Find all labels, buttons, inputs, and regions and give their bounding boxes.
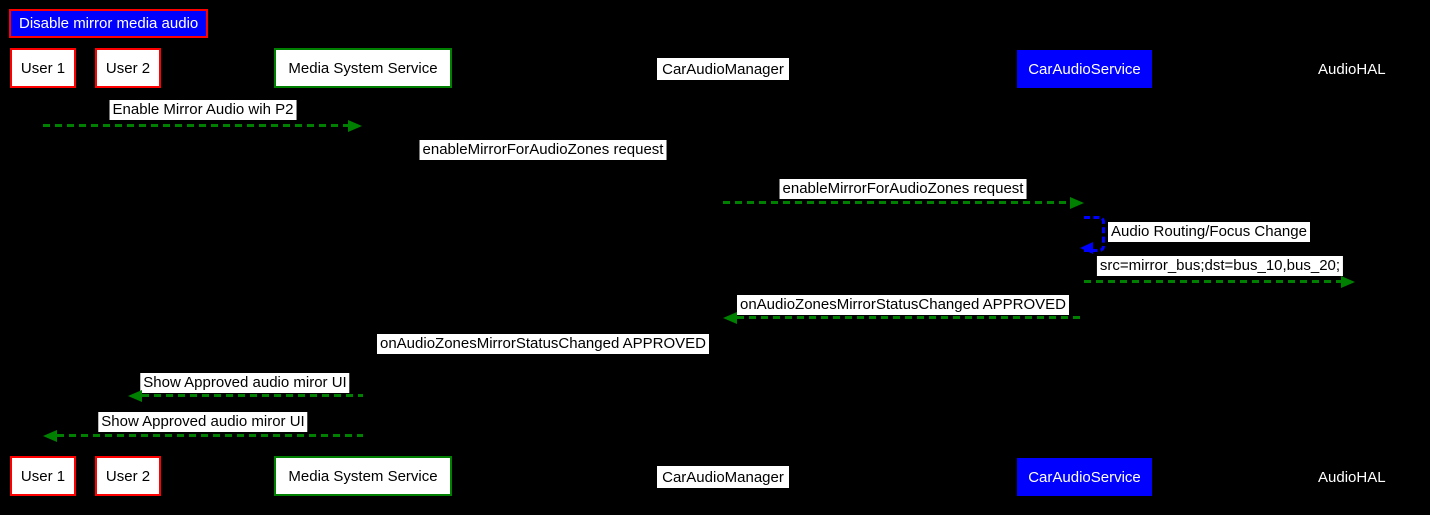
diagram-title-note: Disable mirror media audio — [9, 9, 209, 38]
participant-car-audio-service-top: CarAudioService — [1017, 50, 1152, 88]
message-arrow-line — [43, 124, 349, 127]
message-label: src=mirror_bus;dst=bus_10,bus_20; — [1096, 256, 1344, 276]
self-message-loop — [1084, 216, 1105, 252]
participant-media-system-service-top: Media System Service — [274, 48, 452, 88]
participant-car-audio-manager-top: CarAudioManager — [657, 58, 789, 80]
message-arrowhead-left — [128, 390, 142, 402]
message-arrow-line — [723, 201, 1071, 204]
message-label: enableMirrorForAudioZones request — [779, 179, 1027, 199]
message-arrowhead-right — [348, 120, 362, 132]
participant-media-system-service-bottom: Media System Service — [274, 456, 452, 496]
participant-user2-top: User 2 — [95, 48, 161, 88]
participant-user2-bottom: User 2 — [95, 456, 161, 496]
message-label: Show Approved audio miror UI — [140, 373, 350, 393]
message-arrowhead-right — [1341, 276, 1355, 288]
message-label: enableMirrorForAudioZones request — [419, 140, 667, 160]
message-arrow-line — [142, 394, 363, 397]
message-label: onAudioZonesMirrorStatusChanged APPROVED — [736, 295, 1070, 315]
message-arrowhead-left — [723, 312, 737, 324]
message-label: Enable Mirror Audio wih P2 — [109, 100, 297, 120]
message-arrow-line — [57, 434, 363, 437]
message-arrow-line — [1084, 280, 1342, 283]
message-label: onAudioZonesMirrorStatusChanged APPROVED — [376, 334, 710, 354]
participant-car-audio-service-bottom: CarAudioService — [1017, 458, 1152, 496]
participant-car-audio-manager-bottom: CarAudioManager — [657, 466, 789, 488]
self-message-arrowhead — [1080, 242, 1093, 254]
message-arrowhead-right — [1070, 197, 1084, 209]
message-label: Audio Routing/Focus Change — [1108, 222, 1310, 242]
participant-user1-top: User 1 — [10, 48, 76, 88]
participant-audio-hal-top: AudioHAL — [1318, 61, 1386, 78]
message-arrowhead-left — [43, 430, 57, 442]
participant-audio-hal-bottom: AudioHAL — [1318, 469, 1386, 486]
participant-user1-bottom: User 1 — [10, 456, 76, 496]
message-arrow-line — [737, 316, 1084, 319]
message-label: Show Approved audio miror UI — [98, 412, 308, 432]
